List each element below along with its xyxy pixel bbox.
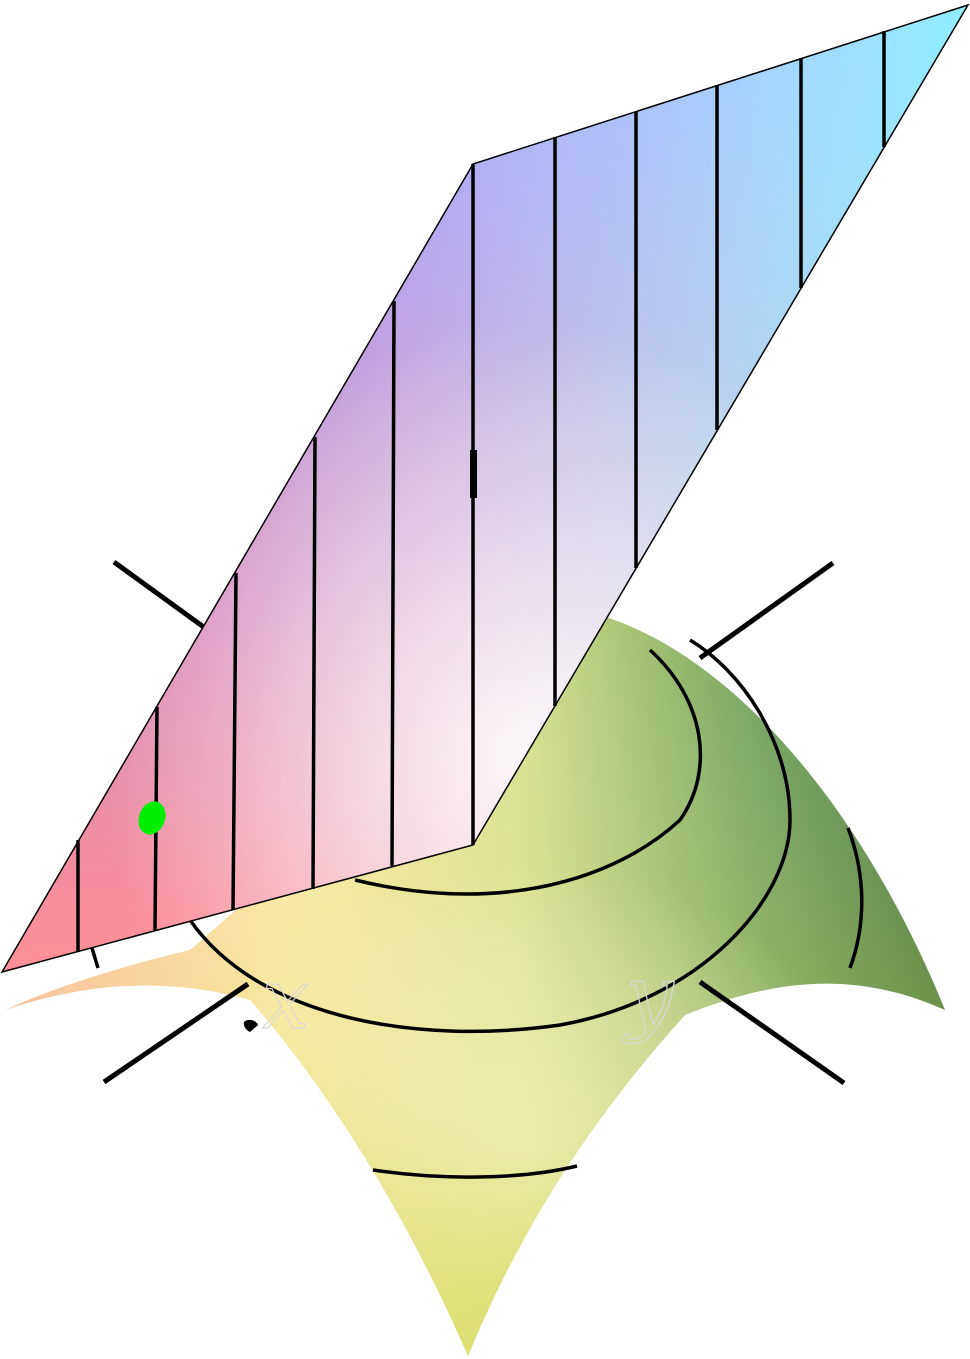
tangent-point-marker (138, 801, 166, 835)
contour-1 (354, 648, 703, 896)
plane-center-mark (470, 450, 477, 498)
plane-line-3 (231, 572, 238, 911)
y-axis-back (698, 560, 835, 661)
plane-line-5 (390, 300, 396, 867)
plane-line-4 (311, 436, 317, 890)
y-axis-label: y (622, 947, 675, 1045)
contour-2 (188, 638, 792, 1034)
x-axis-front (102, 981, 250, 1085)
y-axis-front (698, 979, 846, 1086)
surface-contours (90, 638, 864, 1179)
contour-5 (372, 1164, 578, 1179)
x-axis-label: x (262, 950, 309, 1048)
contour-4 (846, 827, 864, 969)
x-axis-tick-mark (243, 1019, 258, 1032)
tangent-plane (0, 3, 970, 974)
x-axis-back (112, 559, 207, 631)
plane-outline (0, 3, 970, 974)
saddle-surface (5, 610, 945, 1356)
contour-3 (90, 947, 100, 969)
plane-grid-lines (76, 31, 886, 952)
